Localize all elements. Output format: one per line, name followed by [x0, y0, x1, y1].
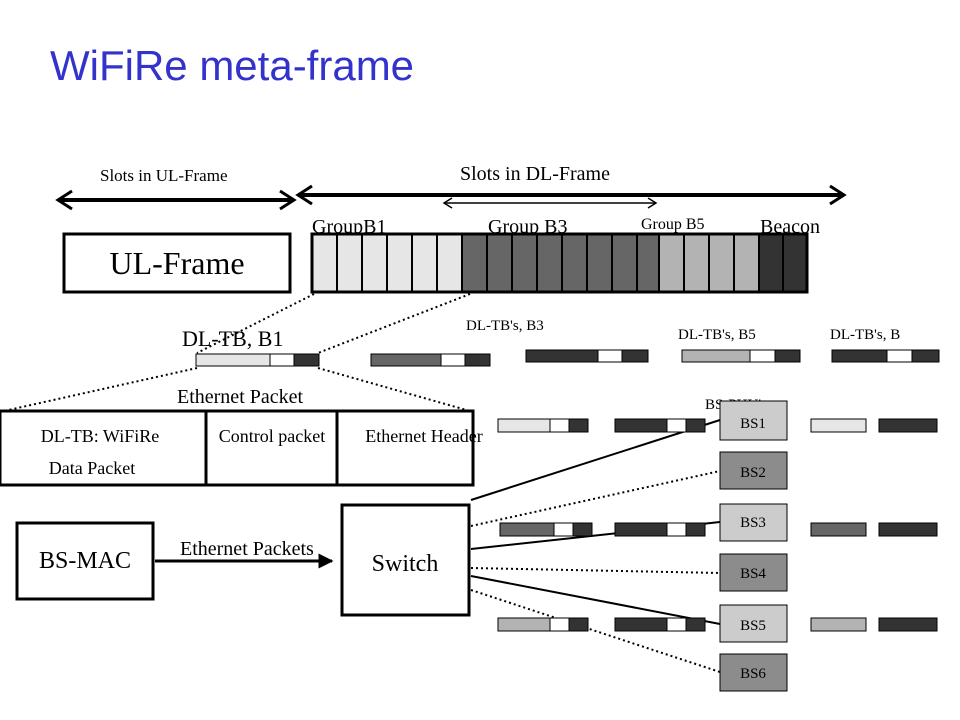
dl-tb-b1-label: DL-TB, B1 [182, 326, 283, 351]
group-b3-span-left [442, 197, 453, 209]
bs3-right-packet-2 [878, 522, 938, 537]
dl-slot-beacon [782, 233, 808, 293]
dl-slot-beacon [758, 233, 784, 293]
bs3-left-packet-1 [499, 522, 593, 537]
bs5-left-packet-2 [614, 617, 706, 632]
dl-slot-b5 [708, 233, 735, 293]
dl-slot-b1 [361, 233, 388, 293]
link-bs5 [470, 575, 721, 625]
zoom-line-b1-right [317, 293, 471, 354]
dl-slot-b3 [536, 233, 563, 293]
data-packet-field [0, 409, 208, 487]
dl-slot-b1 [386, 233, 413, 293]
bs1-left-packet-1 [497, 418, 589, 433]
dl-slot-b3 [461, 233, 488, 293]
bs6-box [719, 653, 788, 692]
dl-slot-b1 [311, 233, 338, 293]
dl-tb-b1-packet [195, 353, 320, 367]
switch-box [340, 503, 471, 617]
bs-mac-box [15, 521, 155, 601]
group-b5-label: Group B5 [641, 216, 705, 233]
bs1-box [719, 400, 788, 441]
dl-slot-b1 [436, 233, 463, 293]
ethernet-header-label: Ethernet Header [365, 426, 482, 446]
ul-frame-box [62, 232, 292, 294]
link-bs6 [470, 589, 721, 673]
group-b3-span-right [647, 197, 658, 209]
ul-arrowhead-left [55, 189, 73, 211]
dl-slot-b1 [336, 233, 363, 293]
bs1-label: BS1 [740, 416, 766, 432]
control-packet-label: Control packet [219, 426, 325, 446]
dl-slot-b1 [411, 233, 438, 293]
bs5-label: BS5 [740, 618, 766, 634]
bs5-box [719, 604, 788, 643]
dl-tbs-b-packet [831, 349, 940, 363]
dl-slots-outline [310, 232, 809, 294]
ethernet-header-field [335, 409, 475, 487]
page-title: WiFiRe meta-frame [50, 42, 414, 89]
bs5-left-packet-1 [497, 617, 589, 632]
ul-slots-label: Slots in UL-Frame [100, 166, 228, 185]
ul-frame-label: UL-Frame [109, 245, 244, 281]
dl-slot-b3 [561, 233, 588, 293]
bs2-box [719, 451, 788, 490]
dl-tbs-b5-label: DL-TB's, B5 [678, 327, 756, 343]
dl-tbs-b3-packet-1 [370, 353, 491, 367]
dl-slot-b3 [586, 233, 613, 293]
bs1-right-packet-1 [810, 418, 867, 433]
bs3-label: BS3 [740, 515, 766, 531]
dl-slots-label: Slots in DL-Frame [460, 163, 610, 185]
bs4-box [719, 553, 788, 592]
dl-arrowhead-left [295, 184, 313, 206]
dl-tbs-b-label: DL-TB's, B [830, 327, 900, 343]
bs1-left-packet-2 [614, 418, 706, 433]
dl-slots-bar [310, 232, 809, 294]
dl-tbs-b3-label: DL-TB's, B3 [466, 318, 544, 334]
data-packet-line2: Data Packet [49, 458, 135, 478]
bs4-label: BS4 [740, 566, 766, 582]
dl-tbs-b3-packet-2 [525, 349, 649, 363]
switch-label: Switch [372, 551, 439, 577]
ul-arrowhead-right [279, 189, 297, 211]
bs1-right-packet-2 [878, 418, 938, 433]
dl-slot-b3 [636, 233, 660, 293]
bs6-label: BS6 [740, 666, 766, 682]
dl-slot-b3 [511, 233, 538, 293]
dl-slot-b5 [658, 233, 685, 293]
dl-slot-b3 [486, 233, 513, 293]
bs-mac-label: BS-MAC [39, 548, 131, 574]
ethernet-packets-label: Ethernet Packets [180, 538, 314, 560]
zoom-line-eth-left [3, 367, 198, 412]
dl-slot-b5 [683, 233, 710, 293]
dl-slot-b5 [733, 233, 760, 293]
bs2-label: BS2 [740, 465, 766, 481]
dl-tbs-b5-packet [681, 349, 801, 363]
bs5-right-packet-1 [810, 617, 867, 632]
zoom-line-b1-left [196, 293, 315, 354]
dl-arrowhead-right [829, 184, 847, 206]
dl-slot-b3 [611, 233, 638, 293]
link-bs2 [470, 470, 721, 527]
bs3-right-packet-1 [810, 522, 867, 537]
bs3-left-packet-2 [614, 522, 706, 537]
link-bs1 [470, 419, 721, 501]
bs5-right-packet-2 [878, 617, 938, 632]
ethernet-packet-label: Ethernet Packet [177, 386, 303, 408]
zoom-line-eth-right [317, 367, 471, 412]
control-packet-field [204, 409, 339, 487]
data-packet-line1: DL-TB: WiFiRe [41, 426, 159, 446]
link-bs4 [470, 567, 721, 574]
bs3-box [719, 503, 788, 542]
